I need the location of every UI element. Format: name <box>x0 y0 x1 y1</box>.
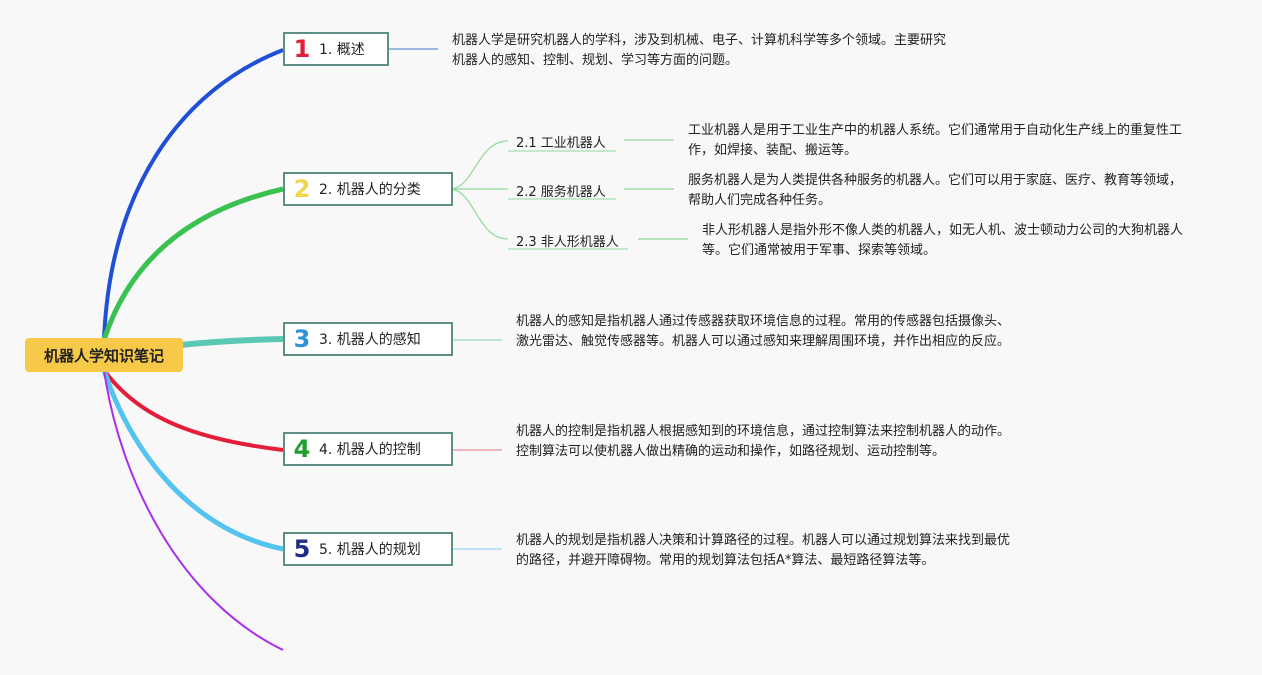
topic-label: 3. 机器人的感知 <box>319 332 421 348</box>
branch-line-6 <box>103 369 284 651</box>
number-4-icon: 4 <box>293 435 311 463</box>
branch-line-1 <box>102 48 284 341</box>
number-1-icon: 1 <box>293 35 311 63</box>
number-3-icon: 3 <box>293 325 311 353</box>
subtopic-service-robot[interactable]: 2.2 服务机器人 <box>516 185 606 200</box>
sub-line-2-3 <box>451 188 509 240</box>
root-topic-label: 机器人学知识笔记 <box>43 346 164 365</box>
topic-label: 5. 机器人的规划 <box>319 542 421 558</box>
note-overview: 机器人学是研究机器人的学科，涉及到机械、电子、计算机科学等多个领域。主要研究机器… <box>452 33 947 68</box>
branch-line-3 <box>179 336 284 348</box>
note-industrial-robot: 工业机器人是用于工业生产中的机器人系统。它们通常用于自动化生产线上的重复性工作，… <box>688 123 1183 158</box>
branch-line-4 <box>102 368 284 452</box>
number-2-icon: 2 <box>293 175 311 203</box>
number-5-icon: 5 <box>293 535 311 563</box>
branch-line-5 <box>101 369 284 552</box>
note-planning: 机器人的规划是指机器人决策和计算路径的过程。机器人可以通过规划算法来找到最优的路… <box>516 533 1011 568</box>
topic-control[interactable]: 4 4. 机器人的控制 <box>283 432 453 466</box>
subtopic-industrial-robot[interactable]: 2.1 工业机器人 <box>516 136 606 151</box>
topic-overview[interactable]: 1 1. 概述 <box>283 32 389 66</box>
note-perception: 机器人的感知是指机器人通过传感器获取环境信息的过程。常用的传感器包括摄像头、激光… <box>516 314 1011 349</box>
topic-planning[interactable]: 5 5. 机器人的规划 <box>283 532 453 566</box>
topic-classification[interactable]: 2 2. 机器人的分类 <box>283 172 453 206</box>
topic-label: 1. 概述 <box>319 42 365 58</box>
branch-line-2 <box>101 186 284 341</box>
topic-label: 4. 机器人的控制 <box>319 442 421 458</box>
sub-line-2-1 <box>451 140 509 190</box>
topic-perception[interactable]: 3 3. 机器人的感知 <box>283 322 453 356</box>
note-control: 机器人的控制是指机器人根据感知到的环境信息，通过控制算法来控制机器人的动作。控制… <box>516 424 1011 459</box>
topic-label: 2. 机器人的分类 <box>319 182 421 198</box>
note-service-robot: 服务机器人是为人类提供各种服务的机器人。它们可以用于家庭、医疗、教育等领域，帮助… <box>688 173 1183 208</box>
subtopic-non-humanoid-robot[interactable]: 2.3 非人形机器人 <box>516 235 619 250</box>
note-non-humanoid-robot: 非人形机器人是指外形不像人类的机器人，如无人机、波士顿动力公司的大狗机器人等。它… <box>702 223 1184 258</box>
root-topic[interactable]: 机器人学知识笔记 <box>25 338 183 372</box>
